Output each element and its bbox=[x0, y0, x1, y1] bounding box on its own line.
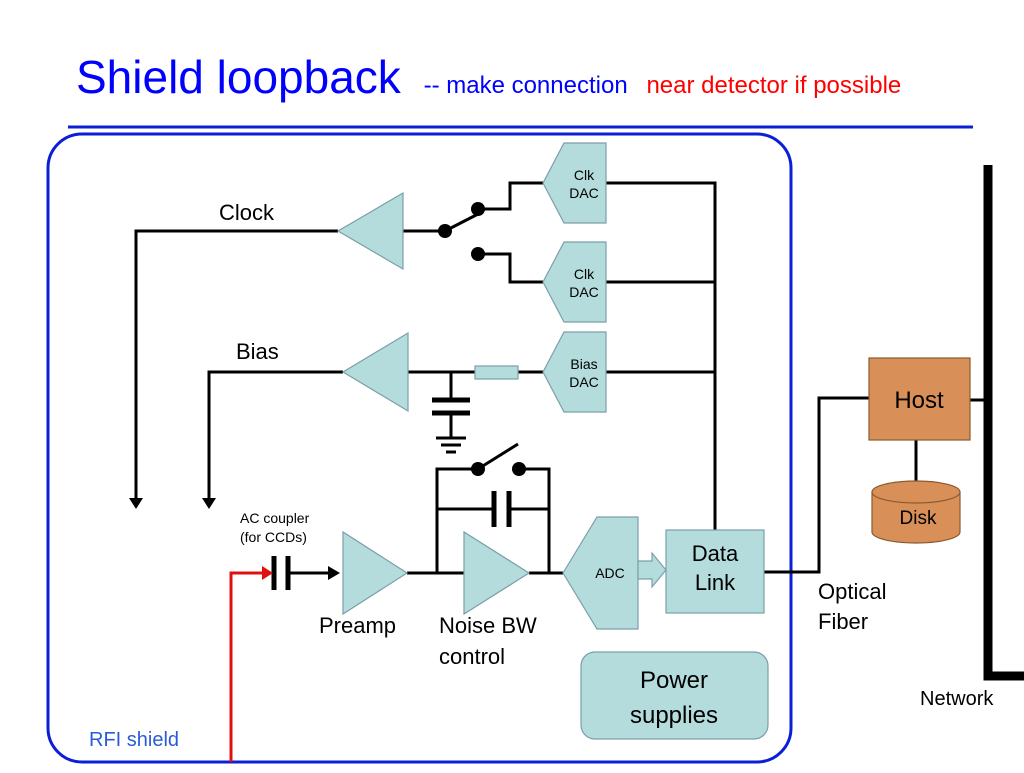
power-supplies-line2: supplies bbox=[630, 702, 718, 729]
switch-contact-top bbox=[471, 202, 485, 216]
bw-switch-right bbox=[512, 462, 526, 476]
power-supplies-block bbox=[580, 651, 769, 740]
host-label: Host bbox=[894, 387, 944, 414]
preamp-label: Preamp bbox=[319, 613, 396, 638]
power-supplies-line1: Power bbox=[640, 667, 708, 694]
optical-fiber-line1: Optical bbox=[818, 579, 886, 604]
host-block bbox=[868, 357, 971, 441]
clock-driver-amp bbox=[336, 191, 404, 271]
title-main: Shield loopback bbox=[76, 51, 402, 103]
rfi-shield-enclosure bbox=[46, 132, 793, 764]
clock-label: Clock bbox=[219, 200, 275, 225]
noise-bw-line2: control bbox=[439, 644, 505, 669]
bias-resistor bbox=[474, 365, 519, 380]
ac-coupler-line1: AC coupler bbox=[240, 510, 310, 526]
network-bus bbox=[983, 165, 1024, 681]
preamp-input-arrow bbox=[328, 566, 340, 580]
bias-output-arrow bbox=[202, 498, 216, 509]
clk-dac-bottom-line2: DAC bbox=[569, 284, 599, 300]
slide-title: Shield loopback -- make connection near … bbox=[76, 51, 901, 103]
ac-coupler-line2: (for CCDs) bbox=[240, 529, 307, 545]
adc-label: ADC bbox=[595, 565, 625, 581]
bias-label: Bias bbox=[236, 339, 279, 364]
data-link-line1: Data bbox=[692, 541, 739, 566]
data-link-block bbox=[665, 529, 765, 614]
bias-dac bbox=[542, 331, 607, 413]
disk-label: Disk bbox=[900, 508, 937, 529]
bias-driver-amp bbox=[341, 331, 409, 413]
bw-switch-left bbox=[471, 462, 485, 476]
shield-loopback-wire bbox=[229, 571, 268, 762]
rfi-shield-label: RFI shield bbox=[89, 729, 179, 751]
clk-dac-bottom bbox=[542, 241, 607, 323]
noise-bw-amp bbox=[463, 530, 531, 616]
data-link-line2: Link bbox=[695, 570, 736, 595]
dac-labels: Clk DAC Clk DAC Bias DAC bbox=[569, 167, 599, 390]
clk-dac-top bbox=[542, 142, 607, 224]
optical-fiber-line2: Fiber bbox=[818, 609, 868, 634]
disk-cylinder bbox=[871, 480, 961, 544]
switch-contact-bottom bbox=[471, 247, 485, 261]
noise-bw-line1: Noise BW bbox=[439, 613, 537, 638]
adc-to-datalink-arrow bbox=[637, 551, 667, 589]
clock-output-arrow bbox=[129, 498, 143, 509]
network-label: Network bbox=[920, 688, 994, 710]
clk-dac-top-line2: DAC bbox=[569, 185, 599, 201]
preamp-amp bbox=[342, 530, 409, 616]
clk-dac-top-line1: Clk bbox=[574, 167, 595, 183]
bias-dac-line1: Bias bbox=[570, 356, 597, 372]
clk-dac-bottom-line1: Clk bbox=[574, 266, 595, 282]
bias-dac-line2: DAC bbox=[569, 374, 599, 390]
shield-arrow bbox=[262, 566, 273, 580]
title-sub-red: near detector if possible bbox=[646, 72, 901, 99]
title-sub-blue: -- make connection bbox=[424, 72, 628, 99]
switch-common bbox=[438, 224, 452, 238]
